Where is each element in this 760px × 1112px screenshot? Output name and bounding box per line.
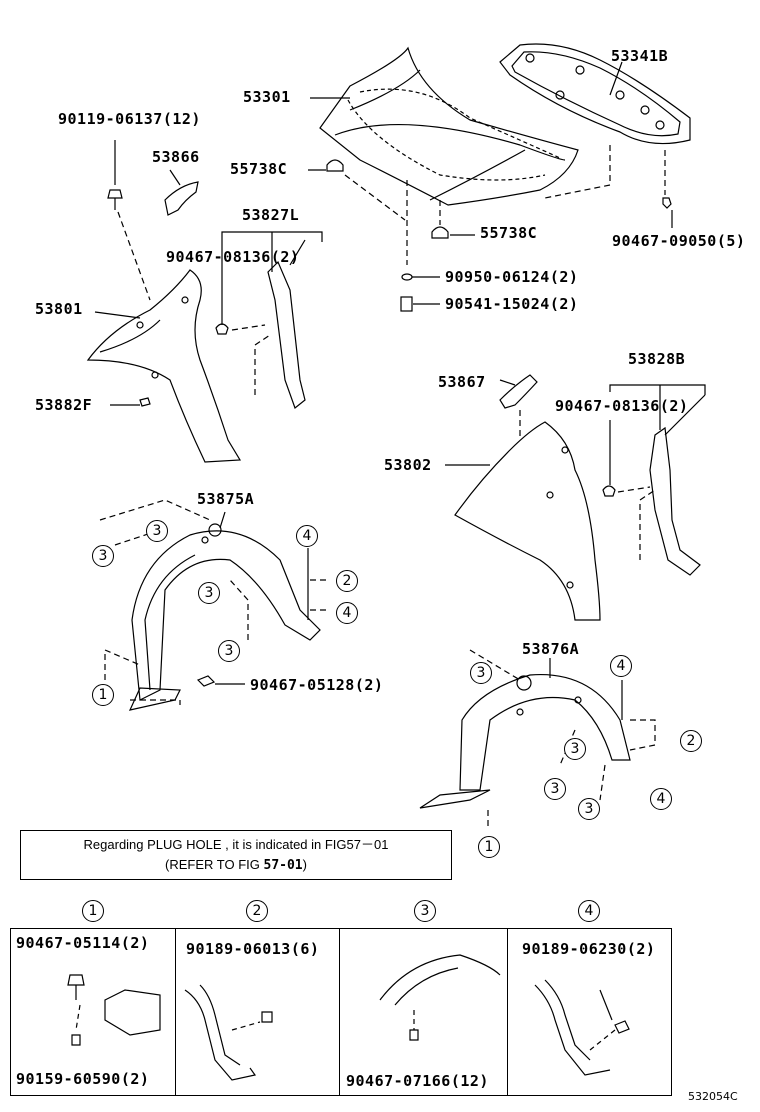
callout-3: 3 bbox=[92, 545, 114, 567]
callout-3: 3 bbox=[564, 738, 586, 760]
part-label-53827l: 53827L bbox=[242, 206, 300, 224]
legend-4-top: 90189-06230(2) bbox=[522, 940, 656, 958]
figure-code: 532054C bbox=[688, 1090, 738, 1103]
liner-53876a bbox=[419, 673, 631, 809]
part-label-53341b: 53341B bbox=[611, 47, 669, 65]
fender-seal-right bbox=[649, 426, 701, 576]
callout-2: 2 bbox=[680, 730, 702, 752]
note-prefix: (REFER TO FIG bbox=[165, 857, 264, 872]
callout-4: 4 bbox=[650, 788, 672, 810]
note-suffix: ) bbox=[302, 857, 307, 872]
legend-header-3: 3 bbox=[414, 900, 436, 922]
callout-3: 3 bbox=[198, 582, 220, 604]
callout-3: 3 bbox=[218, 640, 240, 662]
note-line-2: (REFER TO FIG 57-01) bbox=[21, 855, 451, 876]
clip-55738c-upper bbox=[326, 159, 344, 172]
callout-1: 1 bbox=[478, 836, 500, 858]
fender-seal-left bbox=[267, 260, 306, 409]
legend-header-1: 1 bbox=[82, 900, 104, 922]
callout-4: 4 bbox=[336, 602, 358, 624]
legend-cell-3 bbox=[339, 929, 508, 1095]
legend-sketches bbox=[67, 954, 630, 1081]
liner-53875a bbox=[128, 523, 321, 711]
legend-cell-1 bbox=[11, 929, 176, 1095]
part-label-53802: 53802 bbox=[384, 456, 432, 474]
part-label-53301: 53301 bbox=[243, 88, 291, 106]
callout-1: 1 bbox=[92, 684, 114, 706]
callout-3: 3 bbox=[544, 778, 566, 800]
part-label-90467-05128: 90467-05128(2) bbox=[250, 676, 384, 694]
callout-3: 3 bbox=[470, 662, 492, 684]
callout-4: 4 bbox=[296, 525, 318, 547]
callout-3: 3 bbox=[578, 798, 600, 820]
right-fender bbox=[454, 421, 601, 621]
clip-55738c-lower bbox=[431, 226, 449, 239]
legend-3-bottom: 90467-07166(12) bbox=[346, 1072, 489, 1090]
legend-header-4: 4 bbox=[578, 900, 600, 922]
callout-3: 3 bbox=[146, 520, 168, 542]
part-label-55738c-lower: 55738C bbox=[480, 224, 538, 242]
legend-cell-2 bbox=[175, 929, 340, 1095]
part-label-53828b: 53828B bbox=[628, 350, 686, 368]
part-label-90467-08136-left: 90467-08136(2) bbox=[166, 248, 300, 266]
plug-hole-note: Regarding PLUG HOLE , it is indicated in… bbox=[20, 830, 452, 880]
part-label-90950-06124: 90950-06124(2) bbox=[445, 268, 579, 286]
part-label-90541-15024: 90541-15024(2) bbox=[445, 295, 579, 313]
part-label-55738c-upper: 55738C bbox=[230, 160, 288, 178]
part-label-90119-06137: 90119-06137(12) bbox=[58, 110, 201, 128]
legend-1-top: 90467-05114(2) bbox=[16, 934, 150, 952]
part-label-90467-09050: 90467-09050(5) bbox=[612, 232, 746, 250]
part-label-53875a: 53875A bbox=[197, 490, 255, 508]
part-label-53801: 53801 bbox=[35, 300, 83, 318]
legend-header-2: 2 bbox=[246, 900, 268, 922]
left-fender bbox=[86, 269, 242, 463]
callout-4: 4 bbox=[610, 655, 632, 677]
note-line-1: Regarding PLUG HOLE , it is indicated in… bbox=[83, 837, 389, 852]
part-label-53866: 53866 bbox=[152, 148, 200, 166]
note-figure-ref: 57-01 bbox=[263, 858, 303, 873]
legend-1-bottom: 90159-60590(2) bbox=[16, 1070, 150, 1088]
hood-insulator bbox=[499, 43, 691, 145]
part-label-90467-08136-right: 90467-08136(2) bbox=[555, 397, 689, 415]
legend-2-top: 90189-06013(6) bbox=[186, 940, 320, 958]
callout-2: 2 bbox=[336, 570, 358, 592]
part-label-53876a: 53876A bbox=[522, 640, 580, 658]
part-label-53882f: 53882F bbox=[35, 396, 93, 414]
fastener-legend bbox=[10, 928, 672, 1096]
part-label-53867: 53867 bbox=[438, 373, 486, 391]
hood-panel bbox=[319, 46, 579, 206]
